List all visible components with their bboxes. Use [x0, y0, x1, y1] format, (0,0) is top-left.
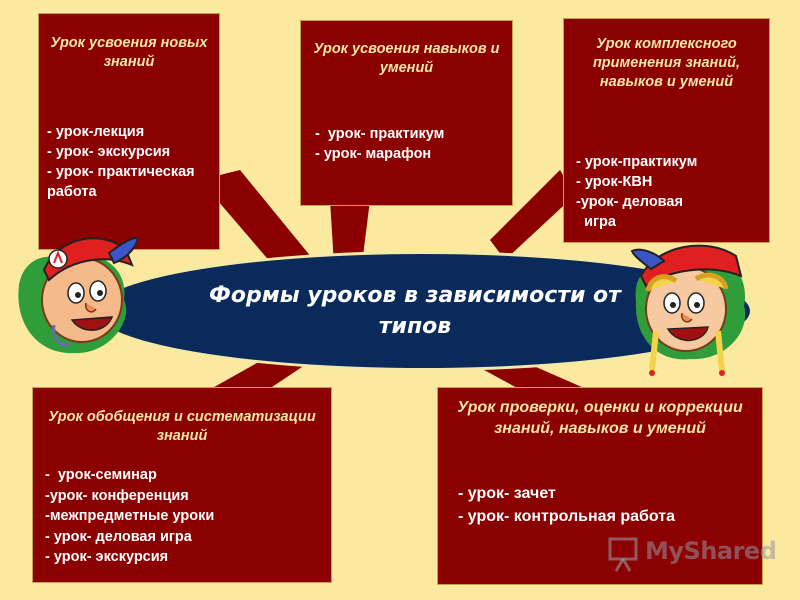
list-item: - урок-семинар [45, 467, 157, 483]
list-item: - урок- зачет [458, 485, 556, 502]
list-item: - урок- контрольная работа [458, 508, 676, 525]
girl-cartoon-icon [630, 244, 746, 376]
list-item: - урок- практикум [315, 126, 445, 142]
list-item: - урок- практическая работа [47, 164, 199, 200]
boy-cartoon-icon [18, 237, 139, 354]
list-item: -урок- деловая [576, 194, 683, 210]
list-item: - урок- марафон [315, 146, 432, 162]
box-title: Урок обобщения и систематизации знаний [48, 409, 316, 444]
list-item: - урок- экскурсия [45, 549, 169, 565]
center-title: Формы уроков в зависимости от типов [209, 283, 621, 339]
list-item: - урок-лекция [47, 124, 145, 140]
list-item: - урок- деловая игра [45, 528, 192, 545]
box-skills: Урок усвоения навыков и умений - урок- п… [300, 20, 513, 206]
box-title: Урок усвоения новых знаний [50, 35, 208, 70]
list-item: - урок- экскурсия [47, 144, 171, 160]
box-list: - урок- зачет - урок- контрольная работа [458, 482, 756, 528]
box-new-knowledge: Урок усвоения новых знаний - урок-лекция… [38, 13, 220, 250]
connector-top-right [490, 170, 575, 260]
box-generalization: Урок обобщения и систематизации знаний -… [32, 387, 332, 583]
box-list: - урок-семинар -урок- конференция -межпр… [45, 465, 325, 568]
box-list: - урок-практикум - урок-КВН -урок- делов… [576, 152, 763, 232]
box-check-assessment: Урок проверки, оценки и коррекции знаний… [437, 387, 763, 585]
list-item: игра [576, 214, 616, 230]
box-list: - урок-лекция - урок- экскурсия - урок- … [47, 122, 213, 202]
list-item: -межпредметные уроки [45, 508, 215, 524]
list-item: - урок-практикум [576, 154, 698, 170]
list-item: -урок- конференция [45, 487, 189, 504]
box-title: Урок комплексного применения знаний, нав… [592, 36, 741, 90]
watermark-text: MyShared [645, 537, 777, 565]
box-list: - урок- практикум - урок- марафон [315, 124, 506, 164]
presentation-board-icon [608, 537, 638, 572]
box-complex-application: Урок комплексного применения знаний, нав… [563, 18, 770, 243]
box-title: Урок проверки, оценки и коррекции знаний… [457, 399, 743, 437]
box-title: Урок усвоения навыков и умений [313, 41, 500, 76]
list-item: - урок-КВН [576, 174, 653, 190]
